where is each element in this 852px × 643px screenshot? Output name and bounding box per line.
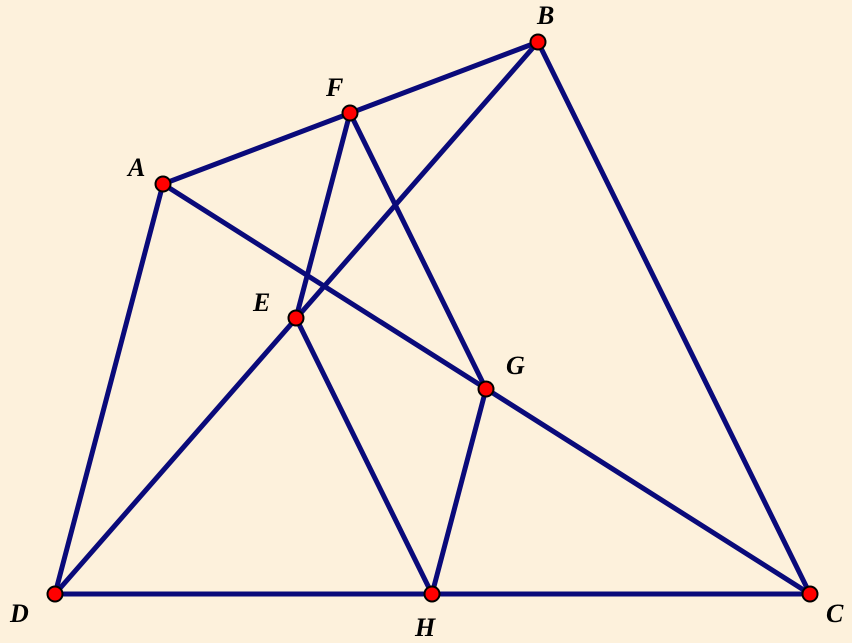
point-G — [477, 380, 495, 398]
segment-FE — [293, 110, 353, 321]
segment-FG — [347, 110, 489, 392]
point-label-C: C — [826, 599, 844, 628]
point-C — [801, 585, 819, 603]
point-label-E: E — [252, 288, 270, 317]
segment-GH — [429, 386, 489, 597]
point-label-A: A — [126, 153, 145, 182]
point-label-F: F — [325, 73, 343, 102]
segment-BC — [535, 39, 813, 597]
point-label-B: B — [536, 1, 554, 30]
segment-EH — [293, 315, 435, 597]
point-E — [287, 309, 305, 327]
point-H — [423, 585, 441, 603]
point-label-H: H — [414, 613, 436, 642]
point-B — [529, 33, 547, 51]
point-D — [46, 585, 64, 603]
point-label-G: G — [506, 351, 525, 380]
point-A — [154, 175, 172, 193]
point-F — [341, 104, 359, 122]
point-label-D: D — [9, 599, 29, 628]
segment-DA — [52, 181, 166, 597]
